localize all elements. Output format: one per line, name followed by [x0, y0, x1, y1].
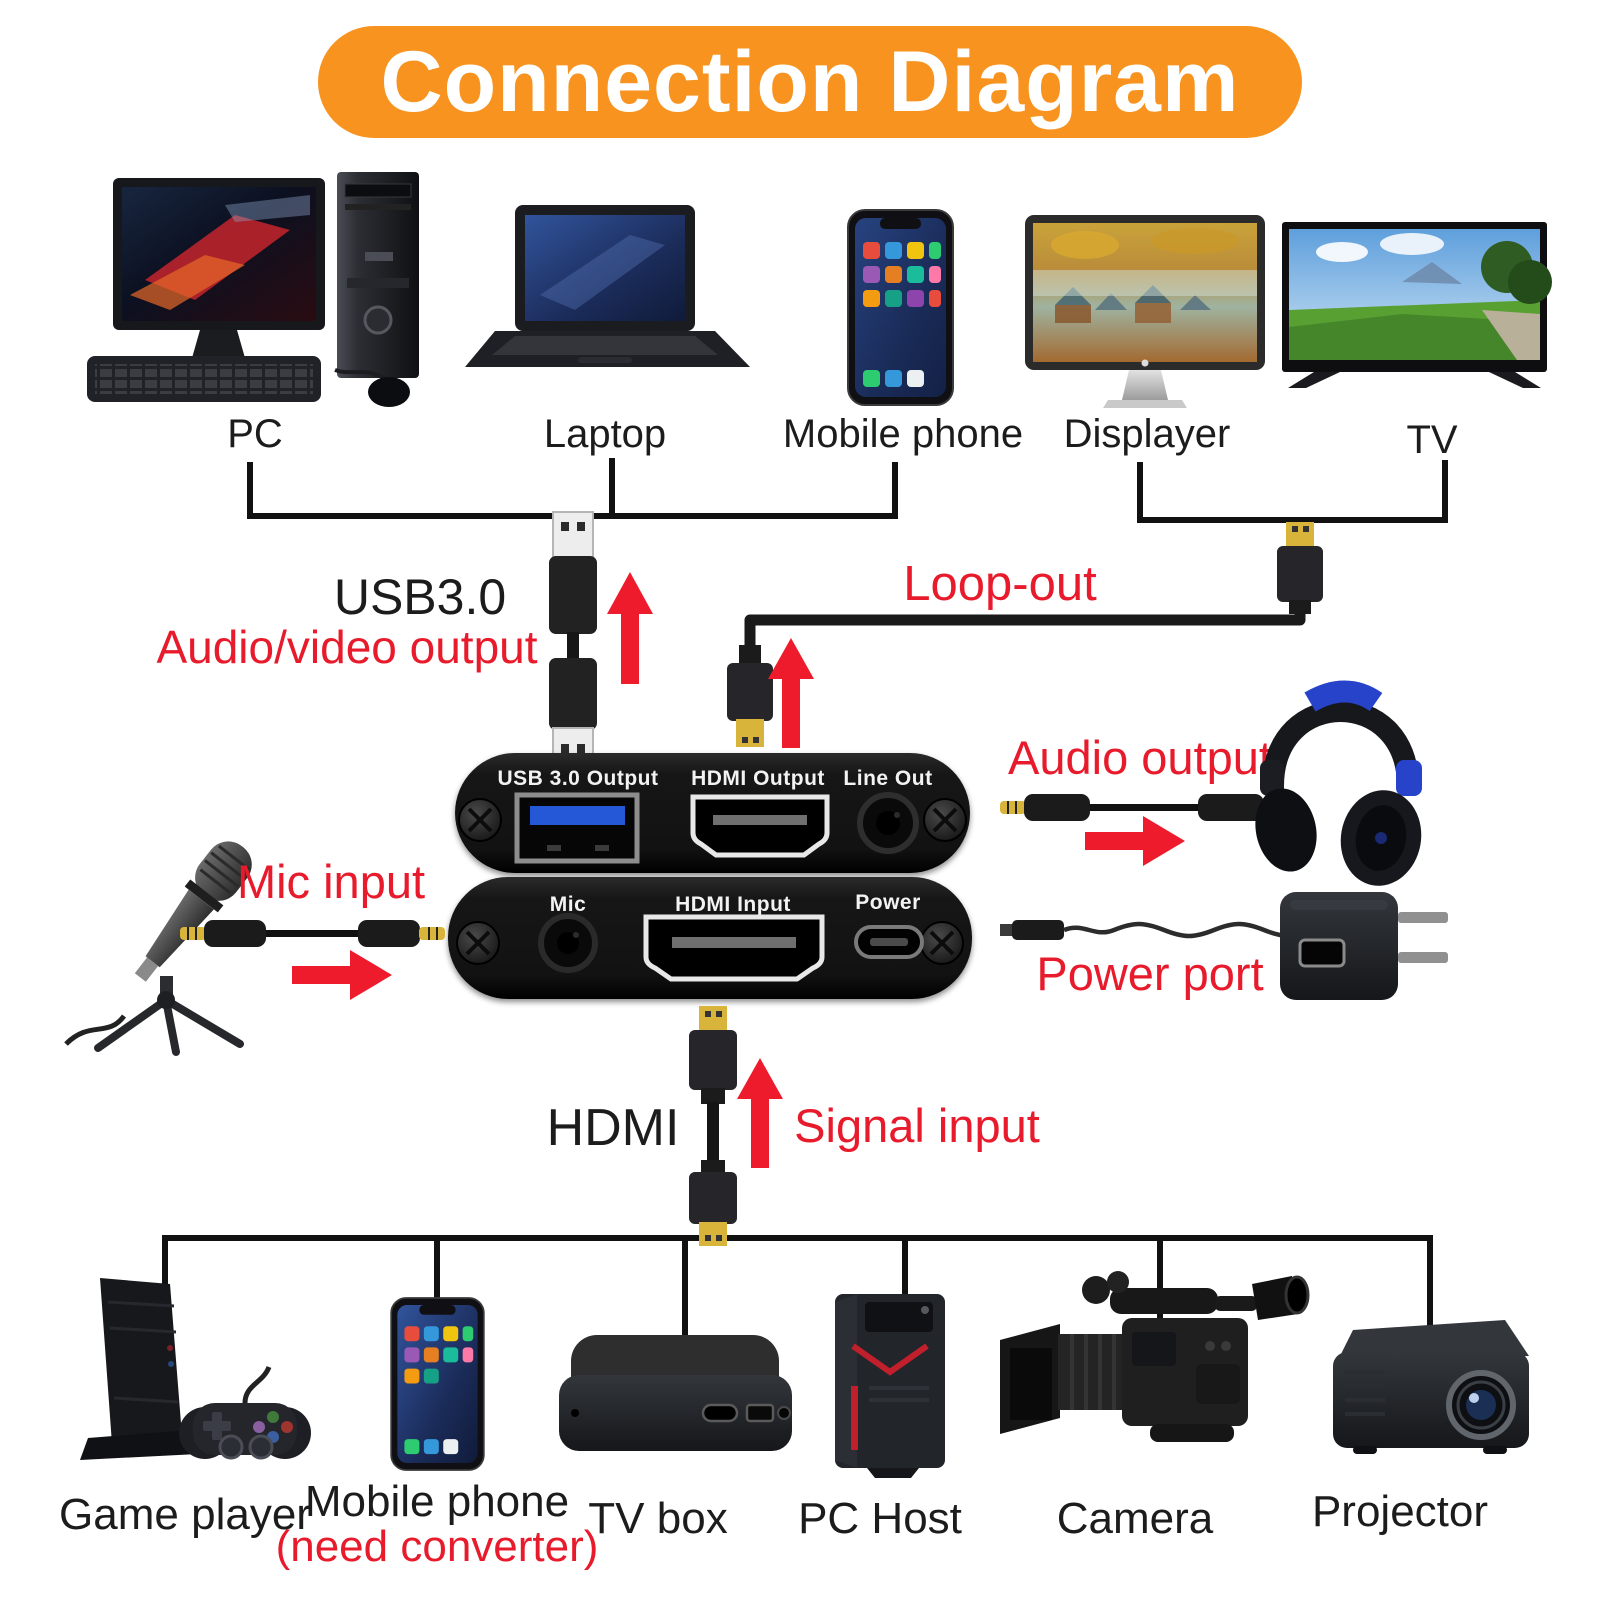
- label-need-converter: (need converter): [275, 1522, 599, 1571]
- screw-icon: [456, 921, 964, 965]
- bracket-displays-top: [1137, 460, 1448, 523]
- camera-illustration: [1000, 1271, 1310, 1442]
- mic-audio-cable: [180, 920, 445, 947]
- label-tv-box: TV box: [588, 1494, 728, 1543]
- capture-card-bottom-face: Mic HDMI Input Power: [448, 877, 972, 999]
- displayer-illustration: [1025, 215, 1265, 408]
- gamepad-icon: [179, 1365, 311, 1460]
- mobile-phone-top-illustration: [847, 209, 954, 406]
- power-port-label: Power: [855, 891, 921, 914]
- arrow-up-signal: [737, 1058, 783, 1168]
- power-port-label: Power port: [1036, 947, 1264, 1000]
- arrow-right-audio: [1085, 816, 1185, 866]
- page-title: Connection Diagram: [380, 33, 1240, 130]
- label-projector: Projector: [1311, 1487, 1489, 1536]
- loop-out-label: Loop-out: [903, 557, 1097, 611]
- hdmi-input-port-label: HDMI Input: [675, 893, 791, 916]
- label-game-player: Game player: [59, 1490, 311, 1539]
- pc-host-illustration: [835, 1294, 945, 1478]
- screw-icon: [458, 798, 967, 842]
- game-player-illustration: [80, 1278, 311, 1460]
- label-laptop: Laptop: [543, 412, 667, 456]
- laptop-illustration: [465, 205, 750, 367]
- usb-cable: [549, 511, 597, 765]
- hdmi-connector-loop-left: [727, 645, 773, 747]
- label-pc: PC: [227, 412, 283, 456]
- usb-output-port-label: USB 3.0 Output: [497, 767, 659, 790]
- hdmi-signal-cable: [689, 1006, 737, 1246]
- tv-box-illustration: [559, 1335, 792, 1451]
- signal-input-label: Signal input: [794, 1099, 1040, 1152]
- line-out-port-label: Line Out: [843, 767, 933, 790]
- title-banner: Connection Diagram: [318, 26, 1302, 138]
- hdmi-output-port-label: HDMI Output: [691, 767, 825, 790]
- tv-illustration: [1282, 222, 1552, 388]
- hdmi-output-port: [690, 794, 830, 858]
- label-tv: TV: [1406, 418, 1458, 462]
- arrow-right-mic: [292, 950, 392, 1000]
- label-camera: Camera: [1056, 1494, 1214, 1543]
- hdmi-connector-loop-right: [1277, 522, 1323, 614]
- hdmi-label: HDMI: [546, 1099, 680, 1157]
- line-out-jack: [857, 792, 919, 854]
- usb3-port: [514, 792, 640, 864]
- bracket-sources-top: [247, 458, 898, 519]
- mobile-phone-bottom-illustration: [390, 1297, 485, 1471]
- label-mobile-phone-bottom: Mobile phone: [304, 1477, 570, 1526]
- arrow-up-loop-out: [768, 638, 814, 748]
- mic-input-label: Mic input: [236, 855, 426, 908]
- label-displayer: Displayer: [1063, 412, 1231, 456]
- mic-jack: [538, 913, 598, 973]
- micro-usb-power-port: [854, 925, 924, 959]
- mic-port-label: Mic: [549, 893, 587, 916]
- capture-card-bottom-graphics: [456, 913, 964, 982]
- label-pc-host: PC Host: [798, 1494, 962, 1543]
- headphones-illustration: [1255, 680, 1422, 886]
- pc-illustration: [87, 172, 419, 407]
- projector-illustration: [1333, 1320, 1529, 1454]
- power-adapter-illustration: [1280, 892, 1448, 1000]
- microphone-illustration: [64, 841, 252, 1056]
- capture-card-top-face: USB 3.0 Output HDMI Output Line Out: [455, 753, 970, 873]
- av-output-label: Audio/video output: [156, 621, 538, 673]
- label-mobile-phone-top: Mobile phone: [782, 412, 1024, 456]
- capture-card-top-graphics: [458, 792, 967, 864]
- audio-output-label: Audio output: [1008, 731, 1272, 784]
- hdmi-input-port: [643, 914, 825, 982]
- usb-label: USB3.0: [333, 569, 507, 625]
- arrow-up-usb: [607, 572, 653, 684]
